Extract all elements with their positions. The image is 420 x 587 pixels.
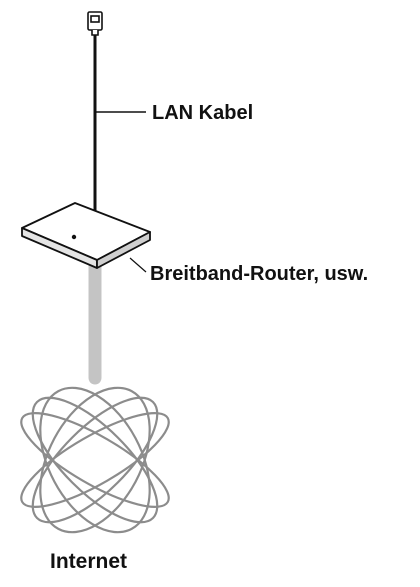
internet-globe-icon (20, 386, 170, 534)
lan-cable-label: LAN Kabel (152, 102, 254, 124)
lan-connector-icon (87, 11, 103, 36)
router-icon (21, 202, 151, 269)
router-leader (129, 257, 147, 273)
internet-label: Internet (50, 550, 128, 573)
router-label: Breitband-Router, usw. (150, 263, 369, 285)
